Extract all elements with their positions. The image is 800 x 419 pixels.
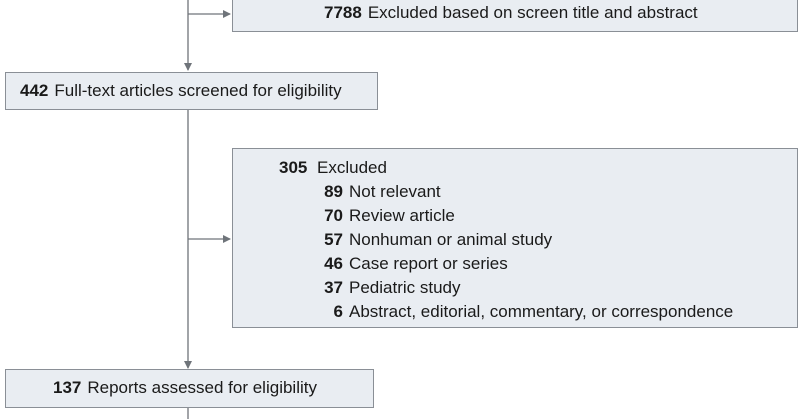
reports-assessed-label: Reports assessed for eligibility xyxy=(87,378,317,397)
list-item: 46 Case report or series xyxy=(307,252,797,276)
fulltext-screened-label: Full-text articles screened for eligibil… xyxy=(54,81,342,100)
excluded-fulltext-box: 305 Excluded 89 Not relevant 70 Review a… xyxy=(232,148,798,328)
reason-label: Not relevant xyxy=(349,182,441,201)
excluded-fulltext-label: Excluded xyxy=(317,158,387,177)
excluded-fulltext-count: 305 xyxy=(279,158,308,177)
excluded-screen-count: 7788 xyxy=(324,3,362,22)
reason-label: Review article xyxy=(349,206,455,225)
reason-count: 57 xyxy=(324,230,343,249)
list-item: 57 Nonhuman or animal study xyxy=(307,228,797,252)
reason-label: Pediatric study xyxy=(349,278,461,297)
reason-count: 89 xyxy=(324,182,343,201)
excluded-screen-label: Excluded based on screen title and abstr… xyxy=(367,3,698,22)
exclusion-reasons-list: 89 Not relevant 70 Review article 57 Non… xyxy=(307,180,797,324)
list-item: 70 Review article xyxy=(307,204,797,228)
reason-label: Case report or series xyxy=(349,254,508,273)
reason-label: Abstract, editorial, commentary, or corr… xyxy=(349,302,734,321)
fulltext-screened-count: 442 xyxy=(20,81,49,100)
fulltext-screened-box: 442 Full-text articles screened for elig… xyxy=(5,72,378,110)
list-item: 6 Abstract, editorial, commentary, or co… xyxy=(307,300,797,324)
reports-assessed-box: 137 Reports assessed for eligibility xyxy=(5,369,374,408)
reason-count: 70 xyxy=(324,206,343,225)
reason-label: Nonhuman or animal study xyxy=(349,230,553,249)
excluded-screen-box: 7788 Excluded based on screen title and … xyxy=(232,0,798,32)
list-item: 37 Pediatric study xyxy=(307,276,797,300)
list-item: 89 Not relevant xyxy=(307,180,797,204)
reports-assessed-count: 137 xyxy=(53,378,82,397)
reason-count: 46 xyxy=(324,254,343,273)
reason-count: 37 xyxy=(324,278,343,297)
reason-count: 6 xyxy=(333,302,343,321)
